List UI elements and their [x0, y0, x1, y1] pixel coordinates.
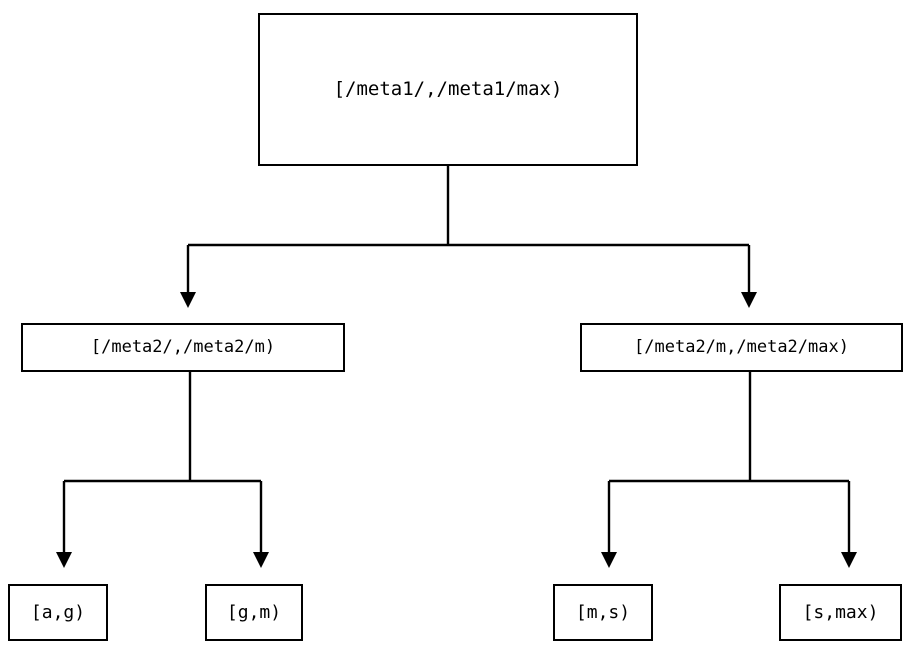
tree-node-leaf-gm[interactable]: [g,m)	[205, 584, 303, 641]
edge-root-mid-left	[180, 245, 196, 308]
arrowhead-down-icon	[741, 292, 757, 308]
edge-mid-left-leaf-gm	[253, 481, 269, 568]
tree-node-leaf-ag[interactable]: [a,g)	[8, 584, 108, 641]
edge-mid-left-leaf-ag	[56, 481, 72, 568]
edge-mid-right-leaf-smax	[841, 481, 857, 568]
edge-root-to-mid-level	[180, 166, 757, 308]
arrowhead-down-icon	[841, 552, 857, 568]
tree-node-root[interactable]: [/meta1/,/meta1/max)	[258, 13, 638, 166]
tree-node-mid-left-label: [/meta2/,/meta2/m)	[90, 337, 276, 357]
arrowhead-down-icon	[56, 552, 72, 568]
tree-node-mid-left[interactable]: [/meta2/,/meta2/m)	[21, 323, 345, 372]
edge-mid-left-to-leaves	[56, 372, 269, 568]
tree-node-leaf-ms-label: [m,s)	[575, 601, 631, 623]
arrowhead-down-icon	[253, 552, 269, 568]
edge-mid-right-leaf-ms	[601, 481, 617, 568]
arrowhead-down-icon	[180, 292, 196, 308]
tree-node-mid-right-label: [/meta2/m,/meta2/max)	[634, 337, 849, 357]
edge-mid-right-to-leaves	[601, 372, 857, 568]
tree-node-mid-right[interactable]: [/meta2/m,/meta2/max)	[580, 323, 903, 372]
tree-node-leaf-ag-label: [a,g)	[30, 601, 86, 623]
edge-root-mid-right	[741, 245, 757, 308]
tree-node-leaf-smax[interactable]: [s,max)	[779, 584, 902, 641]
tree-node-leaf-gm-label: [g,m)	[226, 601, 282, 623]
tree-node-root-label: [/meta1/,/meta1/max)	[333, 78, 563, 100]
tree-node-leaf-smax-label: [s,max)	[802, 601, 879, 623]
tree-node-leaf-ms[interactable]: [m,s)	[553, 584, 653, 641]
arrowhead-down-icon	[601, 552, 617, 568]
